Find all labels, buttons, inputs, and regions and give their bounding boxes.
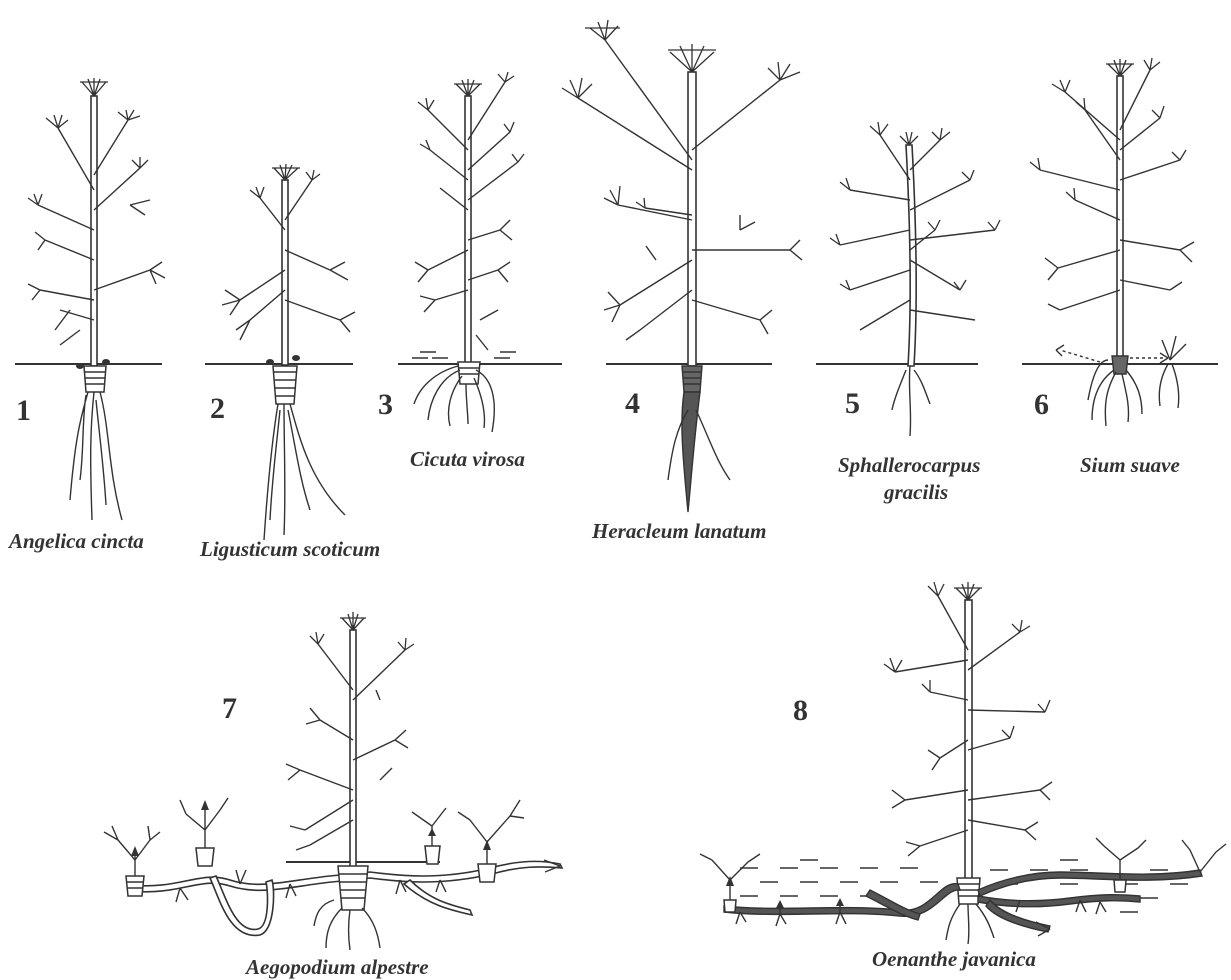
plant-number-5: 5 (845, 387, 860, 420)
plant-3-cicuta-virosa (398, 72, 562, 432)
stem-5 (906, 145, 916, 366)
plant-number-7: 7 (222, 692, 237, 725)
species-name-1: Angelica cincta (7, 529, 144, 553)
root-crown-1 (84, 366, 106, 392)
water-marks-3 (412, 352, 516, 358)
plant-7-aegopodium-alpestre (104, 612, 562, 950)
stem-1 (91, 96, 97, 366)
stem-6 (1117, 76, 1123, 366)
plant-number-8: 8 (793, 694, 808, 727)
root-crown-7 (338, 866, 368, 910)
plant-6-sium-suave (1022, 58, 1218, 426)
plant-number-1: 1 (16, 394, 31, 427)
rhizome-8 (724, 884, 960, 917)
plant-number-3: 3 (378, 388, 393, 421)
taproot-4 (682, 392, 700, 512)
species-name-4: Heracleum lanatum (591, 519, 766, 543)
root-crown-3 (458, 362, 480, 384)
plant-number-4: 4 (625, 387, 640, 420)
species-name-8: Oenanthe javanica (872, 947, 1036, 971)
plant-number-2: 2 (210, 392, 225, 425)
species-name-3: Cicuta virosa (410, 447, 525, 471)
species-name-5-line2: gracilis (883, 480, 948, 504)
root-crown-8 (957, 878, 980, 904)
species-name-7: Aegopodium alpestre (244, 955, 429, 979)
root-crown-6 (1112, 356, 1128, 374)
stem-7 (350, 630, 356, 870)
plant-2-ligusticum-scoticum (205, 164, 355, 540)
roots-2 (264, 404, 345, 540)
species-name-2: Ligusticum scoticum (199, 537, 380, 561)
roots-5 (892, 366, 930, 436)
plant-5-sphallerocarpus-gracilis (816, 122, 1000, 436)
bud-1 (76, 363, 84, 369)
roots-3 (414, 366, 494, 432)
root-crown-4 (682, 366, 702, 392)
plant-4-heracleum-lanatum (562, 20, 802, 512)
plant-8-oenanthe-javanica (700, 582, 1226, 944)
plant-1-angelica-cincta (15, 78, 165, 520)
stem-2 (282, 180, 288, 365)
species-name-5-line1: Sphallerocarpus (838, 453, 980, 477)
species-name-6: Sium suave (1080, 453, 1180, 477)
roots-1 (70, 392, 122, 520)
plant-number-6: 6 (1034, 388, 1049, 421)
stem-8 (965, 600, 972, 880)
